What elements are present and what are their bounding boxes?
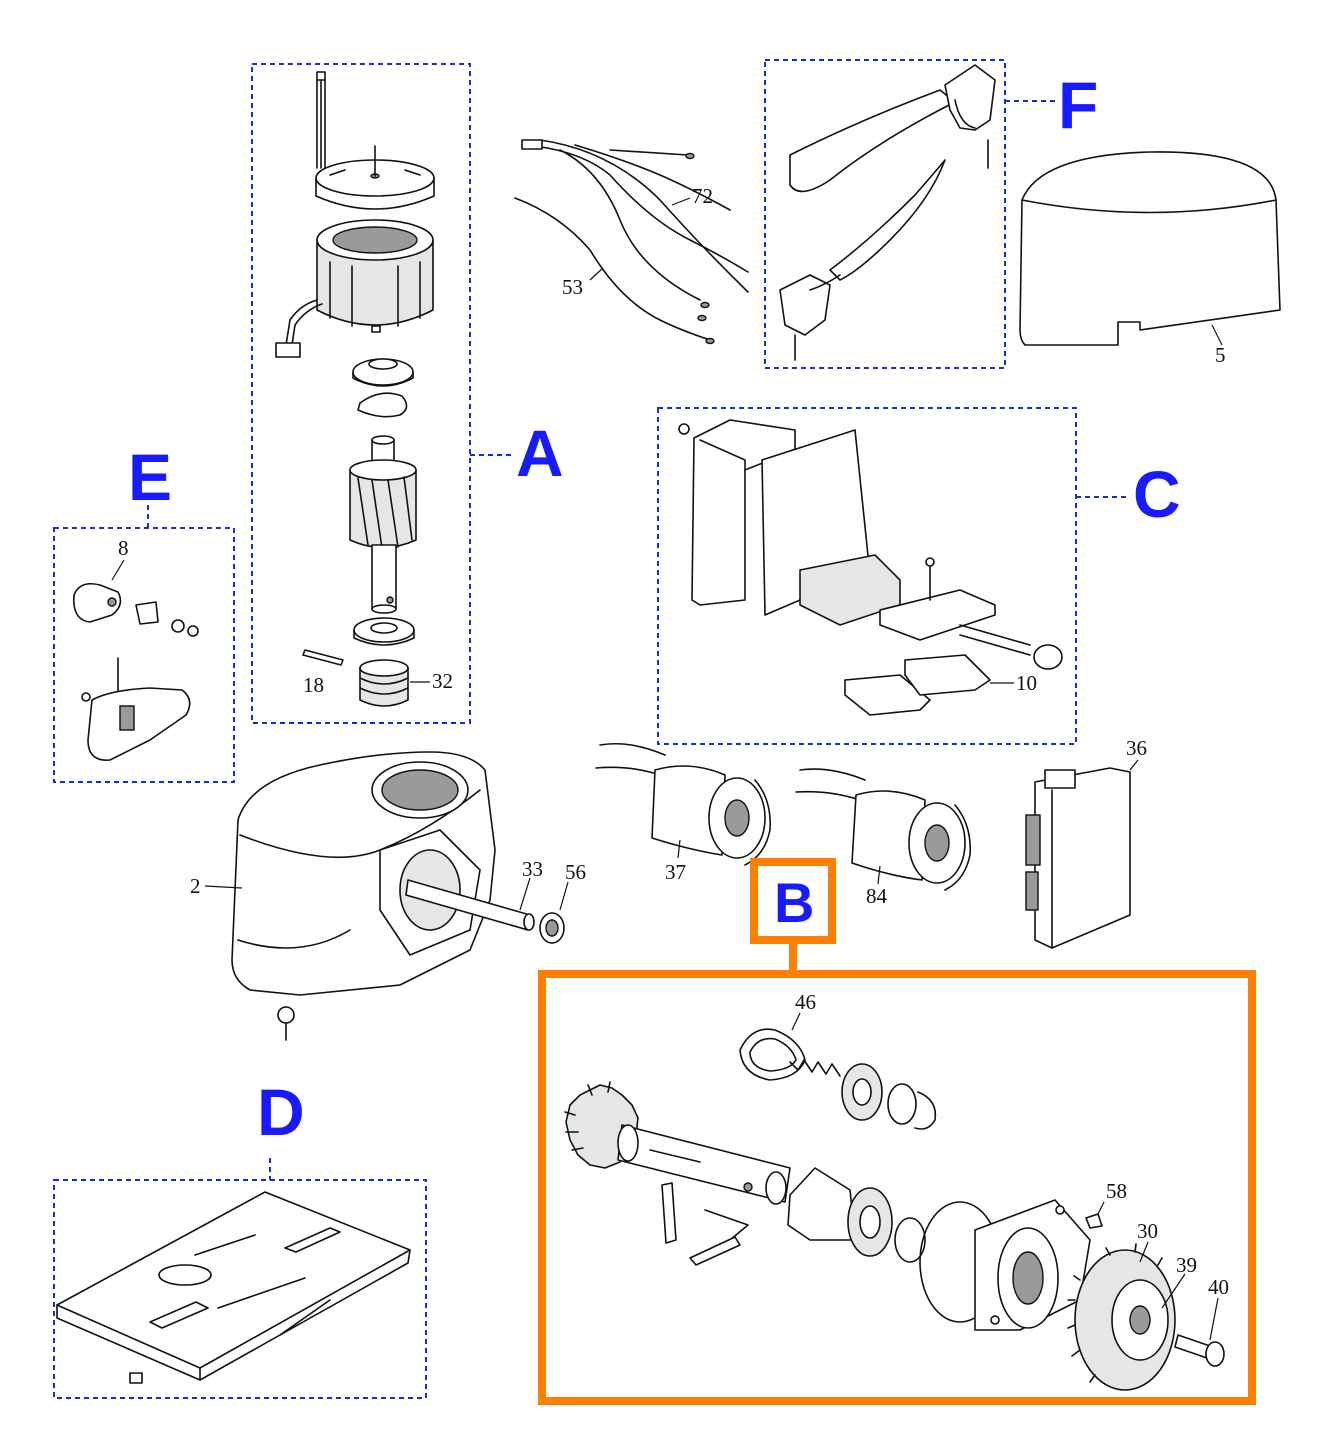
part-58-screw: 58	[1085, 1179, 1127, 1229]
part-label-30: 30	[1137, 1219, 1158, 1243]
group-f-label: F	[1058, 68, 1098, 142]
part-label-36: 36	[1126, 736, 1147, 760]
bearing-hub	[787, 1167, 926, 1263]
shaft-pins	[661, 1182, 741, 1266]
wave-washer	[357, 392, 408, 418]
group-e-label: E	[128, 440, 172, 514]
part-56-washer: 56	[539, 860, 586, 944]
part-18-pin: 18	[302, 649, 344, 697]
spring-bearing-circlips	[789, 1059, 937, 1130]
part-36-control-board: 36	[1025, 736, 1147, 949]
group-d-box	[53, 1179, 427, 1399]
group-c-box	[657, 407, 1077, 745]
part-label-37: 37	[665, 860, 686, 884]
part-84-capacitor: 84	[795, 768, 972, 908]
part-label-46: 46	[795, 990, 816, 1014]
group-b-label: B	[774, 871, 814, 934]
part-label-40: 40	[1208, 1275, 1229, 1299]
part-5-cover: 5	[1019, 151, 1281, 367]
part-label-33: 33	[522, 857, 543, 881]
flange-cover	[919, 1199, 1091, 1331]
group-a-motor-assembly: A	[251, 63, 564, 724]
group-e-box	[53, 527, 235, 783]
part-label-2: 2	[190, 874, 201, 898]
part-37-capacitor: 37	[595, 742, 772, 884]
part-label-58: 58	[1106, 1179, 1127, 1203]
part-label-5: 5	[1215, 343, 1226, 367]
part-label-56: 56	[565, 860, 586, 884]
group-d-label: D	[257, 1075, 305, 1149]
part-label-72: 72	[692, 184, 713, 208]
motor-stator	[275, 219, 434, 358]
motor-long-screw	[316, 71, 326, 169]
part-32-worm: 32	[359, 659, 453, 707]
part-label-32: 32	[432, 669, 453, 693]
part-label-53: 53	[562, 275, 583, 299]
part-30-gear: 30	[1067, 1219, 1176, 1391]
group-c-bracket-assembly: C 10	[657, 407, 1181, 745]
part-label-39: 39	[1176, 1253, 1197, 1277]
part-33-shaft: 33	[405, 857, 543, 931]
group-a-label: A	[516, 416, 564, 490]
part-label-84: 84	[866, 884, 888, 908]
part-label-8: 8	[118, 536, 129, 560]
part-39-washer: 39	[1161, 1253, 1197, 1309]
lower-bearing	[353, 617, 415, 646]
part-label-10: 10	[1016, 671, 1037, 695]
motor-end-cap	[315, 145, 435, 210]
group-e-cam-assembly: E 8	[53, 440, 235, 783]
group-f-box	[764, 59, 1006, 369]
group-a-box	[251, 63, 471, 724]
part-label-18: 18	[303, 673, 324, 697]
upper-bearing	[352, 358, 414, 387]
part-40-bolt: 40	[1174, 1275, 1229, 1367]
group-b-gear-assembly: B 46	[538, 858, 1256, 1405]
motor-rotor	[349, 435, 417, 614]
group-f-release-handle: F	[764, 59, 1098, 369]
group-b-box	[538, 970, 1256, 1405]
main-output-shaft	[617, 1124, 791, 1241]
group-c-label: C	[1133, 457, 1181, 531]
group-d-base-plate: D	[53, 1075, 427, 1399]
part-46-gasket: 46	[739, 990, 816, 1081]
wire-harness: 72 53	[514, 139, 749, 345]
